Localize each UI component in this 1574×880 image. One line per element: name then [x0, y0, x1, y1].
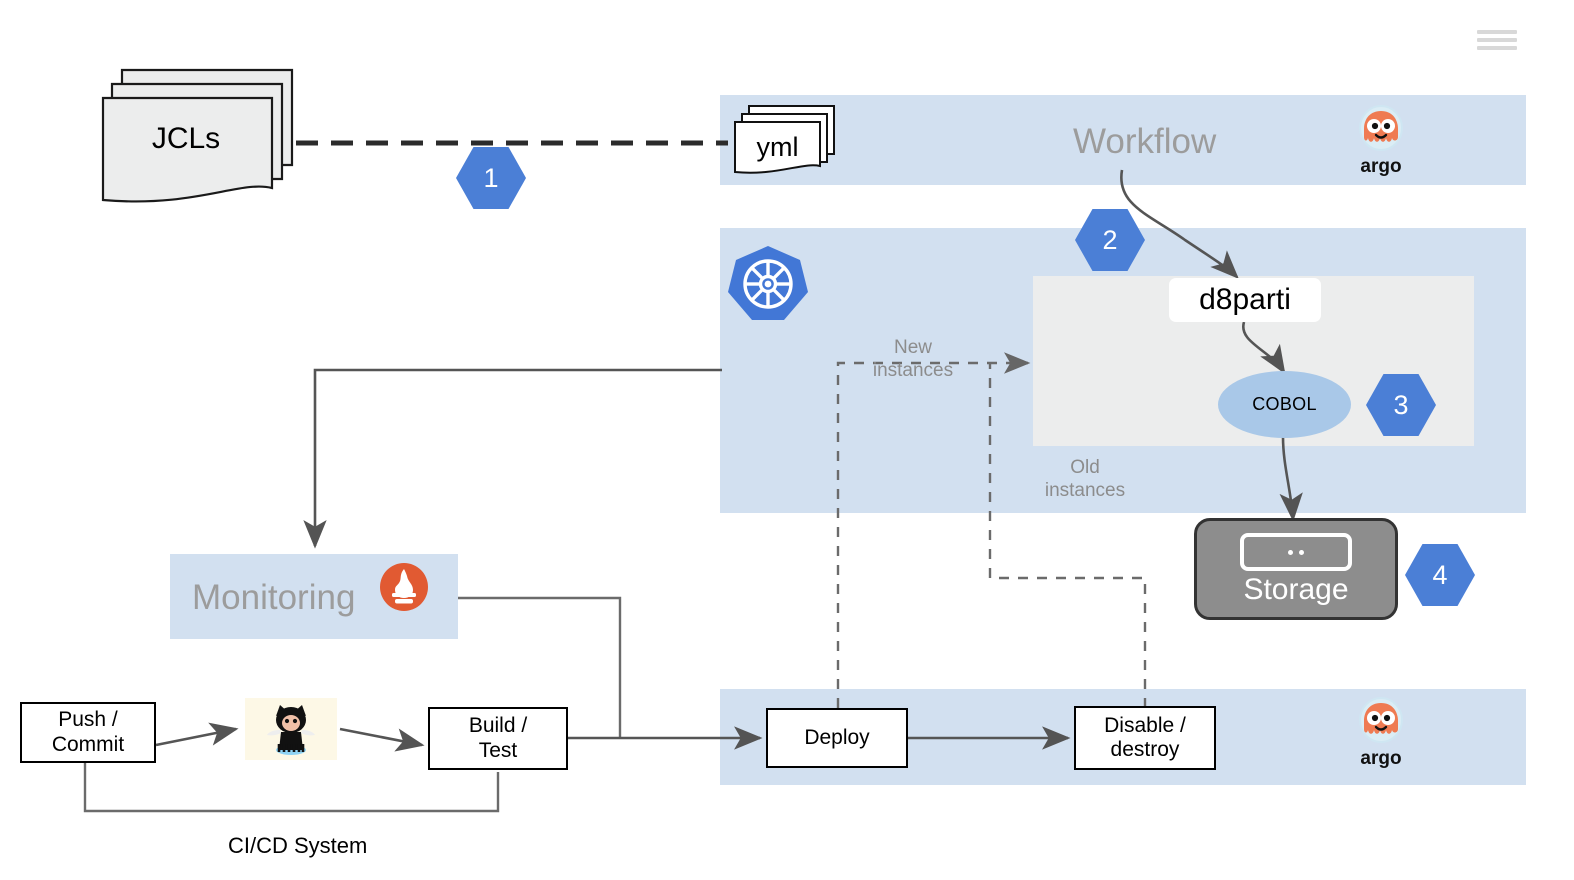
deploy-to-new-instances-dashed	[836, 352, 1031, 708]
disable-destroy-label: Disable / destroy	[1104, 713, 1186, 761]
github-octocat-icon[interactable]	[262, 700, 320, 758]
disable-to-old-instances-dashed	[988, 363, 1147, 708]
storage-label: Storage	[1243, 573, 1349, 606]
step-badge-3-number: 3	[1393, 389, 1409, 420]
build-test-label: Build / Test	[468, 714, 528, 762]
hamburger-menu-icon[interactable]	[1477, 30, 1517, 50]
step-badge-4-number: 4	[1432, 559, 1448, 590]
jcls-document-stack[interactable]: JCLs	[100, 60, 300, 210]
workflow-to-d8parti-arrow	[1120, 169, 1239, 279]
workflow-band-label: Workflow	[1073, 122, 1217, 161]
monitoring-band-label: Monitoring	[192, 578, 356, 617]
cobol-node[interactable]: COBOL	[1218, 371, 1351, 438]
yml-document-stack[interactable]: yml	[733, 102, 843, 184]
d8parti-to-cobol-arrow	[1242, 321, 1286, 375]
deploy-node[interactable]: Deploy	[766, 708, 908, 768]
kubernetes-logo	[724, 244, 812, 324]
push-to-scm-arrow	[155, 722, 239, 747]
kubernetes-to-monitoring-arrow	[303, 368, 722, 549]
svg-text:argo: argo	[1360, 156, 1401, 176]
build-test-node[interactable]: Build / Test	[428, 707, 568, 770]
hamburger-line	[1477, 30, 1517, 34]
cobol-label: COBOL	[1252, 394, 1317, 414]
d8parti-node[interactable]: d8parti	[1169, 278, 1321, 322]
storage-slot-dot	[1288, 549, 1293, 555]
storage-slot-icon	[1240, 533, 1352, 571]
new-instances-label: New instances	[872, 337, 954, 382]
step-badge-2-number: 2	[1102, 224, 1118, 255]
yml-label: yml	[756, 132, 799, 162]
svg-text:argo: argo	[1360, 748, 1401, 768]
cobol-to-storage-arrow	[1279, 436, 1303, 522]
old-instances-label: Old instances	[1044, 457, 1126, 502]
argo-logo: argo	[1345, 104, 1417, 176]
step-badge-1-number: 1	[483, 162, 499, 193]
disable-destroy-node[interactable]: Disable / destroy	[1074, 706, 1216, 770]
push-commit-label: Push / Commit	[51, 708, 125, 756]
hamburger-line	[1477, 46, 1517, 50]
scm-to-build-arrow	[339, 727, 425, 752]
d8parti-label: d8parti	[1199, 283, 1291, 316]
argo-logo: argo	[1345, 696, 1417, 768]
deploy-label: Deploy	[804, 725, 870, 749]
storage-slot-dot	[1299, 549, 1304, 555]
hamburger-line	[1477, 38, 1517, 42]
prometheus-logo	[379, 562, 429, 612]
jcls-label: JCLs	[151, 122, 221, 155]
cicd-system-caption: CI/CD System	[228, 833, 368, 858]
storage-node[interactable]: Storage	[1194, 518, 1398, 620]
cicd-feedback-loop-line	[83, 763, 500, 813]
monitoring-to-pipeline-line	[458, 596, 622, 738]
push-commit-node[interactable]: Push / Commit	[20, 702, 156, 763]
